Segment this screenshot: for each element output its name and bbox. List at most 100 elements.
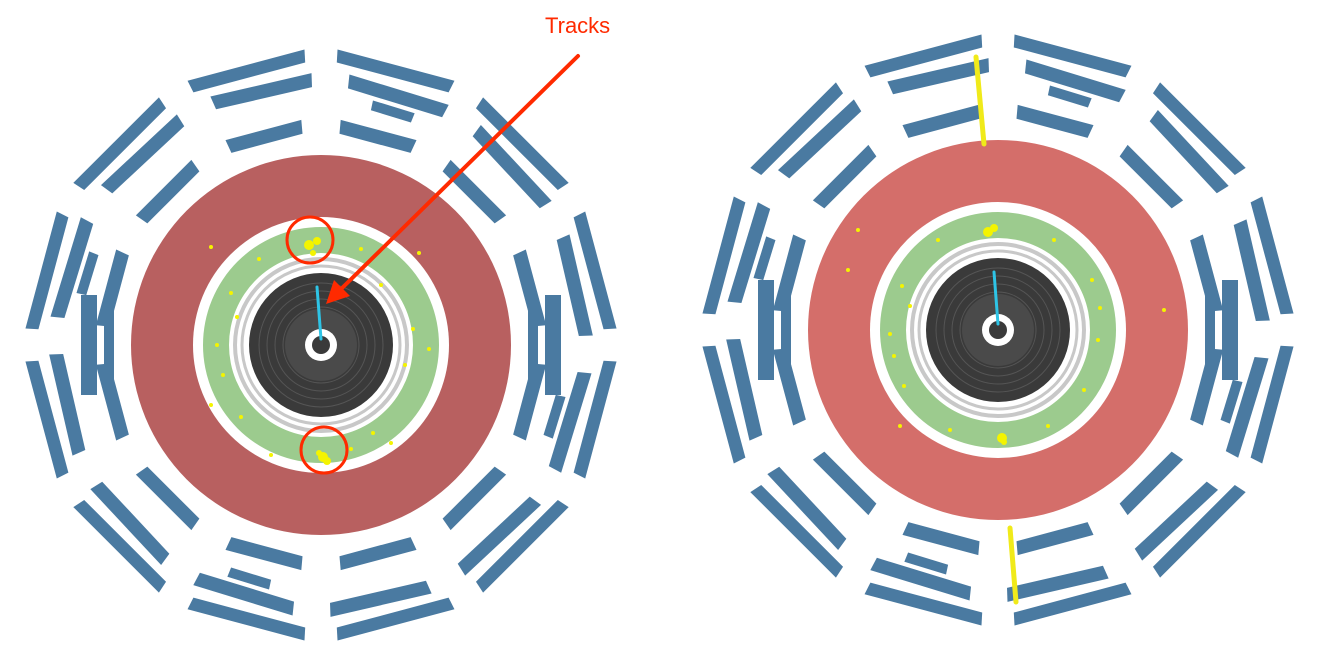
muon-chamber-segment xyxy=(50,217,94,319)
energy-deposit xyxy=(269,453,273,457)
muon-chamber-segment xyxy=(812,144,877,209)
muon-chamber-segment xyxy=(49,354,86,456)
energy-deposit xyxy=(1098,306,1102,310)
muon-chamber-segment xyxy=(73,499,167,593)
muon-chamber-segment xyxy=(545,295,561,395)
energy-deposit xyxy=(371,431,375,435)
muon-chamber-segment xyxy=(1119,451,1184,516)
energy-deposit xyxy=(900,284,904,288)
energy-deposit xyxy=(209,245,213,249)
muon-chamber-segment xyxy=(330,580,432,617)
interaction-point xyxy=(312,336,330,354)
muon-chamber-segment xyxy=(370,100,415,123)
particle-track xyxy=(992,270,1000,326)
energy-deposit xyxy=(221,373,225,377)
muon-chamber-segment xyxy=(904,552,949,575)
energy-deposit xyxy=(313,237,321,245)
muon-chamber-segment xyxy=(1220,379,1243,424)
annotation-arrow-head xyxy=(326,280,350,304)
muon-chamber-segment xyxy=(25,360,69,479)
muon-chamber-segment xyxy=(1250,196,1294,315)
muon-chamber-segment xyxy=(100,114,185,194)
muon-chamber-segment xyxy=(73,97,167,191)
muon-chamber-segment xyxy=(864,582,983,626)
muon-chamber-segment xyxy=(702,345,746,464)
muon-chamber-segment xyxy=(1152,82,1246,176)
muon-chamber-segment xyxy=(573,360,617,479)
muon-chamber-segment xyxy=(727,202,771,304)
highlight-circle xyxy=(285,215,335,265)
muon-chamber-segment xyxy=(339,537,417,571)
muon-chamber-segment xyxy=(1225,356,1269,458)
muon-chamber-segment xyxy=(1024,59,1126,103)
muon-chamber-segment xyxy=(902,522,980,556)
muon-chamber-segment xyxy=(104,307,114,383)
muon-chamber-segment xyxy=(750,82,844,176)
solenoid-ring xyxy=(240,264,402,426)
muon-chamber-segment xyxy=(135,159,200,224)
muon-chamber-segment xyxy=(548,371,592,473)
muon-chamber-segment xyxy=(339,119,417,153)
tracker-layer xyxy=(266,290,376,400)
muon-chamber-segment xyxy=(758,280,774,380)
energy-deposit xyxy=(310,250,316,256)
muon-chamber-segment xyxy=(193,572,295,616)
muon-chamber-segment xyxy=(225,119,303,153)
muon-chamber-segment xyxy=(1016,104,1094,138)
energy-deposit xyxy=(209,403,213,407)
energy-deposit xyxy=(316,450,322,456)
tracker-layer xyxy=(274,298,368,392)
energy-deposit xyxy=(888,332,892,336)
muon-chamber-segment xyxy=(781,292,791,368)
highlight-circle xyxy=(299,425,349,475)
annotation-layer: Tracks xyxy=(285,13,610,475)
energy-deposit xyxy=(948,428,952,432)
muon-chamber-segment xyxy=(81,295,97,395)
muon-chamber-segment xyxy=(1250,345,1294,464)
energy-deposit xyxy=(359,247,363,251)
event-display-right xyxy=(702,34,1294,626)
energy-deposit xyxy=(936,238,940,242)
muon-chamber-segment xyxy=(753,236,776,281)
muon-chamber-segment xyxy=(1007,565,1109,602)
muon-chamber-segment xyxy=(573,211,617,330)
tracker-layer xyxy=(951,283,1045,377)
muon-chamber-segment xyxy=(726,339,763,441)
tracks-label: Tracks xyxy=(545,13,610,38)
muon-chamber-segment xyxy=(457,496,542,576)
energy-deposit xyxy=(1082,388,1086,392)
muon-chamber-segment xyxy=(1205,292,1215,368)
energy-deposit xyxy=(235,315,239,319)
muon-chamber-segment xyxy=(902,104,980,138)
solenoid-ring xyxy=(910,242,1086,418)
energy-deposit xyxy=(898,424,902,428)
tracker-layer xyxy=(258,282,384,408)
energy-deposit xyxy=(1001,439,1007,445)
muon-chamber-segment xyxy=(225,537,303,571)
muon-chamber-segment xyxy=(1119,144,1184,209)
muon-chamber-segment xyxy=(1013,34,1132,78)
event-display-left xyxy=(25,49,617,641)
muon-chamber-segment xyxy=(442,466,507,531)
muon-chamber-segment xyxy=(347,74,449,118)
energy-deposit xyxy=(417,251,421,255)
energy-deposit xyxy=(1162,308,1166,312)
muon-chamber-segment xyxy=(472,124,552,209)
energy-deposit xyxy=(902,384,906,388)
muon-chamber-segment xyxy=(887,58,989,95)
muon-chamber-segment xyxy=(702,196,746,315)
muon-chamber-segment xyxy=(1134,481,1219,561)
energy-deposit xyxy=(411,327,415,331)
muon-chamber-segment xyxy=(135,466,200,531)
energy-deposit xyxy=(1090,278,1094,282)
muon-chamber-segment xyxy=(556,234,593,336)
muon-chamber-segment xyxy=(1047,85,1092,108)
tracker-layer xyxy=(935,267,1061,393)
muon-chamber-segment xyxy=(187,49,306,93)
energy-deposit xyxy=(389,441,393,445)
energy-deposit xyxy=(215,343,219,347)
energy-deposit xyxy=(239,415,243,419)
muon-chamber-segment xyxy=(750,484,844,578)
muon-chamber-segment xyxy=(1222,280,1238,380)
